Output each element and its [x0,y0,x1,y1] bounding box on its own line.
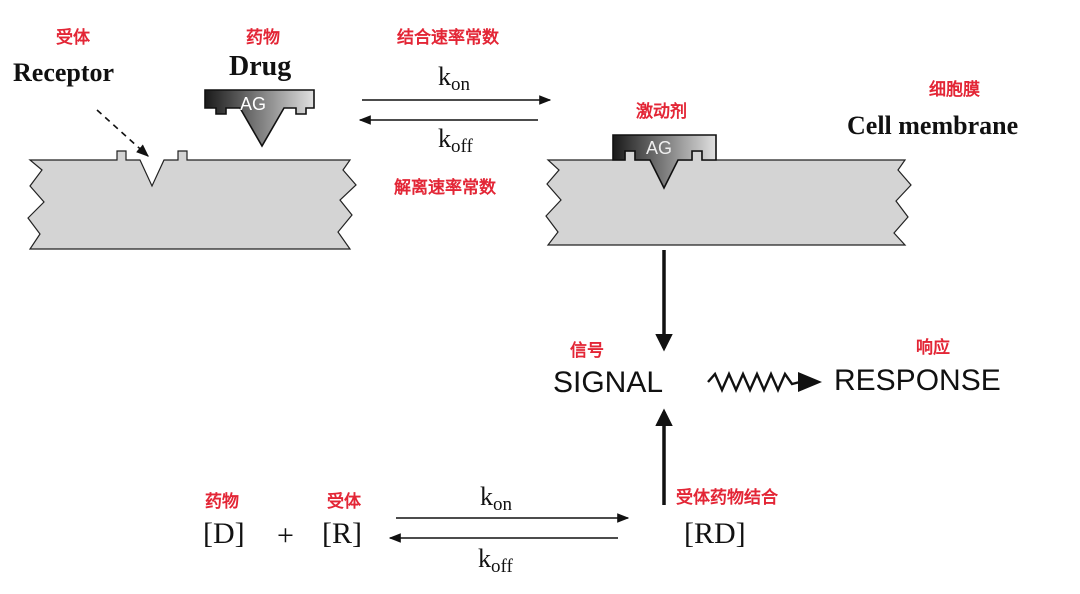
eq-d: [D] [203,517,245,550]
left-membrane [27,150,357,250]
membrane-en-label: Cell membrane [847,111,1019,140]
kon-label-top: kon [438,62,470,95]
drug-ag-block [204,89,315,148]
receptor-cn-label: 受体 [56,28,90,48]
drug-cn-label: 药物 [246,28,280,48]
right-membrane [545,150,912,246]
receptor-pointer [96,109,149,157]
agonist-cn-label: 激动剂 [636,102,687,122]
koff-cn-label: 解离速率常数 [394,178,496,198]
drug-en-label: Drug [229,51,292,82]
eq-r: [R] [322,517,362,550]
koff-label-bottom: koff [478,544,513,577]
eq-rd-cn-label: 受体药物结合 [676,488,778,508]
kon-label-bottom: kon [480,482,512,515]
bound-ag-block [612,134,717,190]
drug-ag-label: AG [240,94,267,114]
response-label: RESPONSE [834,364,1001,397]
bound-ag-label: AG [646,138,673,158]
signal-cn-label: 信号 [570,341,604,361]
eq-receptor-cn-label: 受体 [327,492,361,512]
response-arrowhead [798,372,822,392]
receptor-en-label: Receptor [13,58,115,87]
signal-to-response-zigzag [707,371,801,393]
signal-label: SIGNAL [553,366,664,399]
eq-rd: [RD] [684,517,746,550]
eq-drug-cn-label: 药物 [205,492,239,512]
membrane-cn-label: 细胞膜 [929,80,980,100]
koff-label-top: koff [438,124,473,157]
eq-plus: + [277,519,294,552]
kon-cn-label: 结合速率常数 [397,28,499,48]
response-cn-label: 响应 [916,338,950,358]
